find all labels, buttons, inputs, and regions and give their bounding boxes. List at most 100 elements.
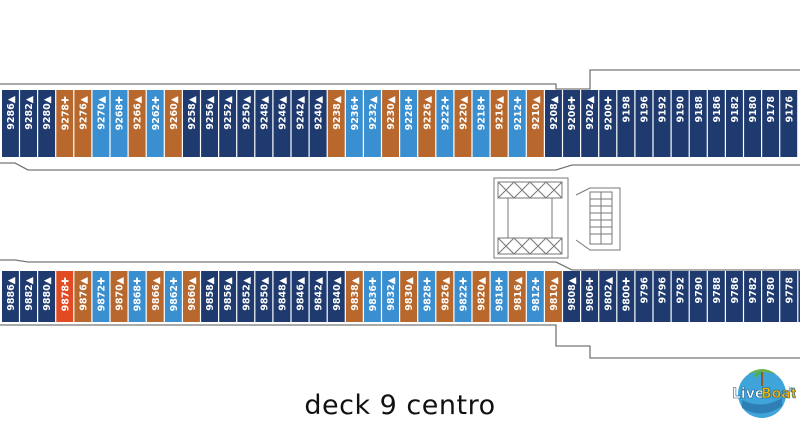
- upper-cabin[interactable]: 9186: [707, 90, 725, 157]
- upper-cabin[interactable]: 9222✚: [436, 90, 454, 157]
- upper-cabin[interactable]: 9188: [689, 90, 707, 157]
- lower-cabin[interactable]: 9840▲: [327, 271, 345, 322]
- cabin-number: 9196: [639, 96, 650, 123]
- lower-cabin[interactable]: 9792: [671, 271, 689, 322]
- upper-cabin[interactable]: 9230▲: [382, 90, 399, 157]
- upper-cabin[interactable]: 9270▲: [92, 90, 110, 157]
- lower-cabin[interactable]: 9870▲: [110, 271, 128, 322]
- upper-cabin[interactable]: 9176: [780, 90, 798, 157]
- lower-cabin[interactable]: 9832▲: [382, 271, 399, 322]
- lower-cabin[interactable]: 9830▲: [400, 271, 418, 322]
- lower-cabin[interactable]: 9878✚: [56, 271, 74, 322]
- upper-cabin[interactable]: 9250▲: [237, 90, 255, 157]
- lower-cabin[interactable]: 9882▲: [20, 271, 37, 322]
- upper-cabin[interactable]: 9200✚: [599, 90, 617, 157]
- lower-cabin[interactable]: 9872✚: [92, 271, 110, 322]
- lower-cabin[interactable]: 9786: [726, 271, 743, 322]
- lower-cabin[interactable]: 9858▲: [201, 271, 218, 322]
- upper-cabin[interactable]: 9252▲: [219, 90, 237, 157]
- lower-cabin[interactable]: 9866▲: [146, 271, 164, 322]
- upper-cabin[interactable]: 9216▲: [490, 90, 508, 157]
- lower-cabin[interactable]: 9820▲: [472, 271, 490, 322]
- upper-cabin[interactable]: 9276▲: [74, 90, 92, 157]
- upper-cabin[interactable]: 9236✚: [345, 90, 363, 157]
- upper-cabin[interactable]: 9202▲: [581, 90, 599, 157]
- lower-cabin[interactable]: 9796: [635, 271, 653, 322]
- lower-cabin[interactable]: 9856▲: [219, 271, 237, 322]
- lower-cabin[interactable]: 9846▲: [291, 271, 309, 322]
- upper-cabin[interactable]: 9286▲: [2, 90, 19, 157]
- lower-cabin[interactable]: 9818✚: [490, 271, 508, 322]
- lower-cabin[interactable]: 9822✚: [454, 271, 472, 322]
- cabin-number: 9240▲: [314, 95, 325, 129]
- upper-cabin[interactable]: 9246▲: [273, 90, 291, 157]
- cabin-fill: [345, 271, 363, 322]
- upper-cabin[interactable]: 9228✚: [400, 90, 418, 157]
- upper-cabin[interactable]: 9178: [762, 90, 780, 157]
- lower-cabin[interactable]: 9802▲: [599, 271, 617, 322]
- lower-cabin[interactable]: 9828✚: [418, 271, 436, 322]
- upper-cabin[interactable]: 9190: [671, 90, 689, 157]
- cabin-fill: [599, 90, 617, 157]
- upper-cabin[interactable]: 9258▲: [183, 90, 200, 157]
- lower-cabin[interactable]: 9848▲: [273, 271, 291, 322]
- upper-cabin[interactable]: 9278✚: [56, 90, 74, 157]
- lower-cabin[interactable]: 9876▲: [74, 271, 92, 322]
- upper-cabin[interactable]: 9260▲: [164, 90, 182, 157]
- lower-cabin[interactable]: 9862✚: [164, 271, 182, 322]
- cabin-fill: [2, 271, 19, 322]
- upper-cabin[interactable]: 9268✚: [110, 90, 128, 157]
- upper-cabin[interactable]: 9226▲: [418, 90, 436, 157]
- lower-cabin[interactable]: 9886▲: [2, 271, 19, 322]
- upper-cabin[interactable]: 9238▲: [327, 90, 345, 157]
- upper-cabin[interactable]: 9210▲: [526, 90, 544, 157]
- lower-cabin[interactable]: 9816▲: [508, 271, 526, 322]
- upper-cabin[interactable]: 9198: [617, 90, 635, 157]
- upper-cabin[interactable]: 9240▲: [309, 90, 327, 157]
- lower-cabin[interactable]: 9810▲: [545, 271, 562, 322]
- lower-cabin[interactable]: 9850▲: [255, 271, 273, 322]
- upper-cabin[interactable]: 9208▲: [545, 90, 562, 157]
- lower-cabin[interactable]: 9796: [653, 271, 671, 322]
- lower-cabin[interactable]: 9778: [780, 271, 798, 322]
- lower-cabin[interactable]: 9782: [744, 271, 761, 322]
- cabin-fill: [201, 90, 218, 157]
- lower-cabin[interactable]: 9780: [762, 271, 780, 322]
- cabin-number: 9788: [712, 277, 723, 304]
- upper-cabin[interactable]: 9220▲: [454, 90, 472, 157]
- upper-cabin[interactable]: 9192: [653, 90, 671, 157]
- cabin-number: 9786: [730, 277, 741, 304]
- cabin-number: 9222✚: [440, 96, 451, 130]
- lower-cabin[interactable]: 9788: [707, 271, 725, 322]
- lower-cabin[interactable]: 9826▲: [436, 271, 454, 322]
- lower-cabin[interactable]: 9812✚: [526, 271, 544, 322]
- upper-cabin[interactable]: 9206✚: [563, 90, 580, 157]
- upper-cabin[interactable]: 9232▲: [364, 90, 381, 157]
- upper-cabin[interactable]: 9196: [635, 90, 653, 157]
- lower-cabin[interactable]: 9776: [798, 271, 800, 322]
- upper-cabin[interactable]: 9280▲: [38, 90, 56, 157]
- lower-cabin[interactable]: 9838▲: [345, 271, 363, 322]
- lower-cabin[interactable]: 9808▲: [563, 271, 580, 322]
- lower-cabin[interactable]: 9836✚: [364, 271, 381, 322]
- cabin-fill: [508, 271, 526, 322]
- lower-cabin[interactable]: 9868✚: [128, 271, 146, 322]
- upper-cabin[interactable]: 9262✚: [146, 90, 164, 157]
- lower-cabin[interactable]: 9852▲: [237, 271, 255, 322]
- deck-title: deck 9 centro: [304, 390, 496, 421]
- upper-cabin[interactable]: 9266▲: [128, 90, 146, 157]
- upper-cabin[interactable]: 9180: [744, 90, 761, 157]
- lower-cabin[interactable]: 9860▲: [183, 271, 200, 322]
- lower-cabin[interactable]: 9880▲: [38, 271, 56, 322]
- upper-cabin[interactable]: 9242▲: [291, 90, 309, 157]
- upper-cabin[interactable]: 9256▲: [201, 90, 218, 157]
- upper-cabin[interactable]: 9218✚: [472, 90, 490, 157]
- lower-cabin[interactable]: 9806✚: [581, 271, 599, 322]
- upper-cabin[interactable]: 9248▲: [255, 90, 273, 157]
- upper-cabin[interactable]: 9282▲: [20, 90, 37, 157]
- upper-cabin[interactable]: 9212✚: [508, 90, 526, 157]
- lower-cabin[interactable]: 9842▲: [309, 271, 327, 322]
- lower-cabin[interactable]: 9790: [689, 271, 707, 322]
- lower-cabin[interactable]: 9800✚: [617, 271, 635, 322]
- upper-cabin[interactable]: 9182: [726, 90, 743, 157]
